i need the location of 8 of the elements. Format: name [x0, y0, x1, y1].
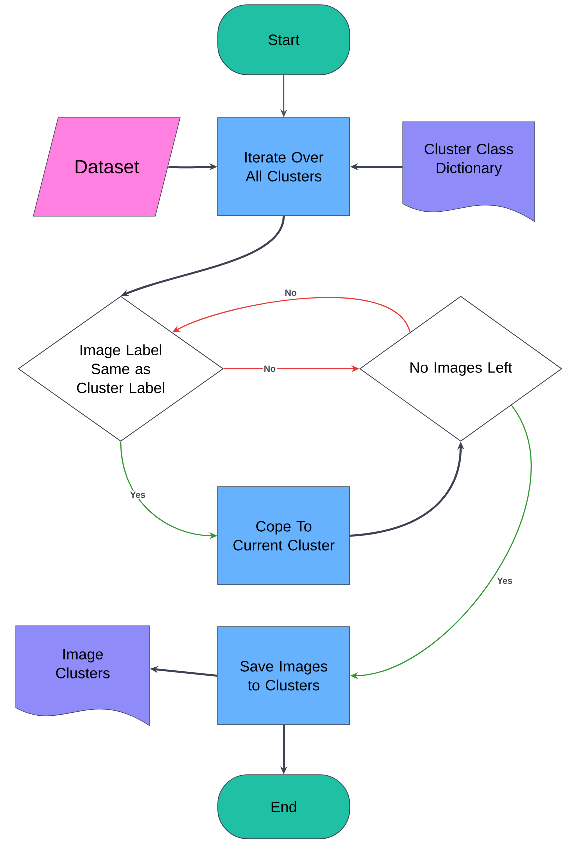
process-box: Iterate Over All Clusters [218, 118, 350, 216]
process-box: Cope To Current Cluster [218, 486, 350, 586]
edge-label: Yes [129, 490, 147, 500]
data-parallelogram: Dataset [33, 117, 181, 217]
edge-label: Yes [496, 576, 514, 586]
process-box: Save Images to Clusters [218, 626, 350, 726]
edge-label: No [284, 288, 298, 298]
edge-label: No [263, 364, 277, 374]
